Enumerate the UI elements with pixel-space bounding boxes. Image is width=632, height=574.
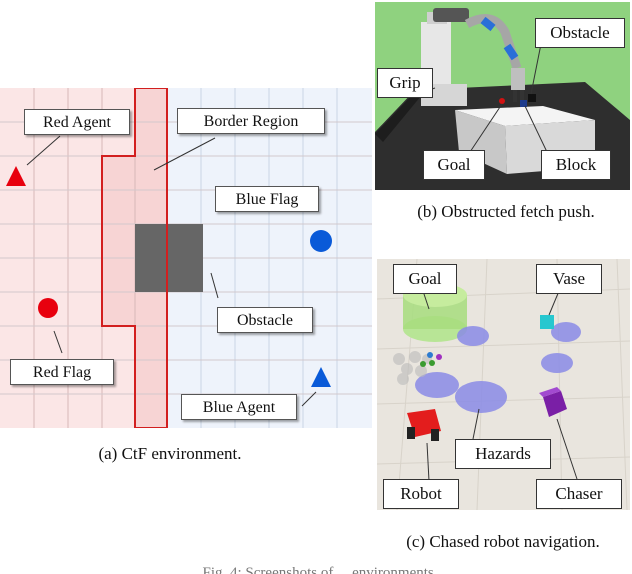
block-cube (520, 100, 527, 107)
label-border-region: Border Region (177, 108, 325, 134)
label-goal-b: Goal (423, 150, 485, 180)
label-hazards: Hazards (455, 439, 551, 469)
caption-a: (a) CtF environment. (98, 444, 242, 463)
label-red-flag: Red Flag (10, 359, 114, 385)
hazard-disc (455, 381, 507, 413)
nav-scene (377, 259, 630, 510)
red-agent-marker (6, 166, 26, 186)
ctf-grid-map (0, 88, 372, 428)
vase-cube (540, 315, 554, 329)
label-obstacle-b: Obstacle (535, 18, 625, 48)
goal-dot (499, 98, 505, 104)
caption-b: (b) Obstructed fetch push. (417, 202, 595, 221)
fetch-panel: Obstacle Grip Goal Block (375, 2, 630, 190)
ctf-panel: Red Agent Border Region Blue Flag Obstac… (0, 88, 372, 428)
label-chaser: Chaser (536, 479, 622, 509)
figure-caption: Fig. 4: Screenshots of ... environments. (202, 565, 438, 574)
label-obstacle-a: Obstacle (217, 307, 313, 333)
label-vase: Vase (536, 264, 602, 294)
label-red-agent: Red Agent (24, 109, 130, 135)
label-blue-flag: Blue Flag (215, 186, 319, 212)
hazard-disc (415, 372, 459, 398)
label-grip: Grip (377, 68, 433, 98)
label-block: Block (541, 150, 611, 180)
hazard-disc (551, 322, 581, 342)
ctf-obstacle-block (135, 224, 203, 292)
label-robot: Robot (383, 479, 459, 509)
chaser-cube (543, 391, 567, 417)
hazard-disc (541, 353, 573, 373)
blue-flag-marker (310, 230, 332, 252)
nav-panel: Goal Vase Hazards Robot Chaser (377, 259, 630, 510)
border-region-outline (101, 88, 168, 428)
label-goal-c: Goal (393, 264, 457, 294)
blue-agent-marker (311, 367, 331, 387)
obstacle-cube (528, 94, 536, 102)
caption-c: (c) Chased robot navigation. (406, 532, 600, 551)
red-flag-marker (38, 298, 58, 318)
table-top (455, 106, 595, 126)
hazard-disc (457, 326, 489, 346)
label-blue-agent: Blue Agent (181, 394, 297, 420)
